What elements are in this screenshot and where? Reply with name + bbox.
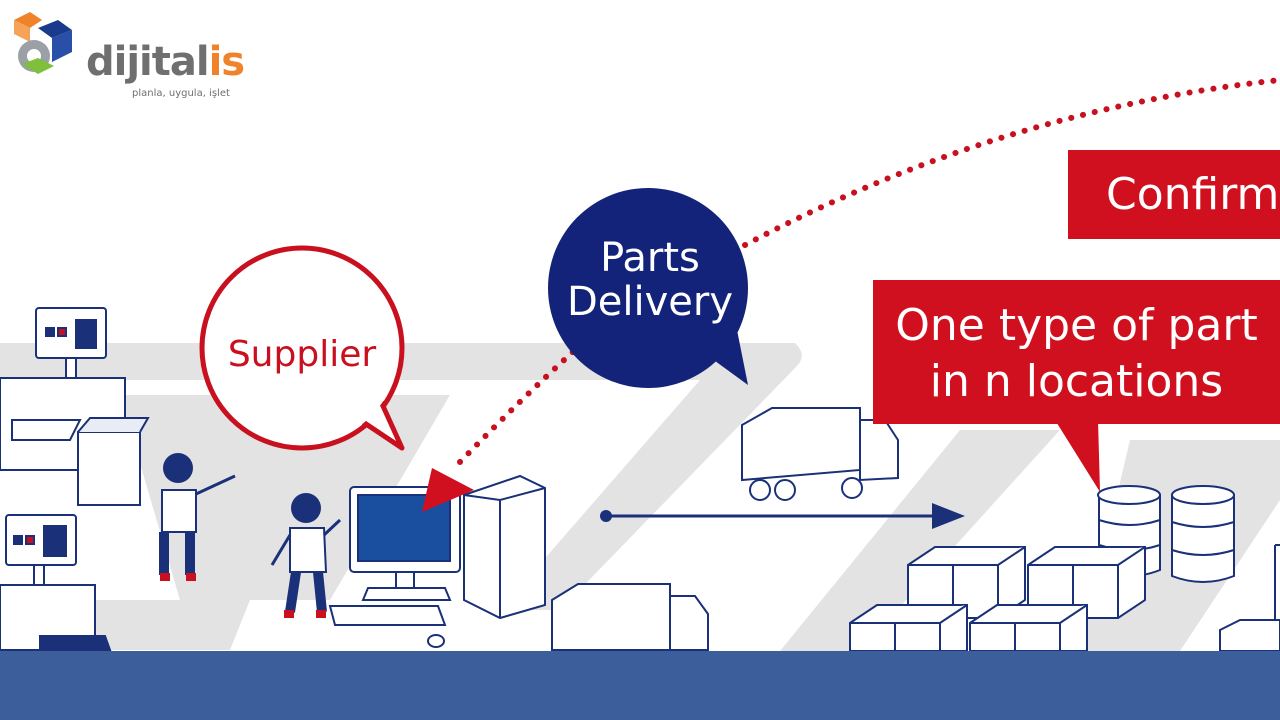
company-logo: dijitalis planla, uygula, işlet bbox=[8, 8, 248, 99]
banner-pointer bbox=[1055, 420, 1100, 492]
delivery-truck-upper bbox=[741, 407, 899, 501]
logo-name-part1: dijital bbox=[86, 39, 210, 85]
logo-tagline: planla, uygula, işlet bbox=[132, 88, 230, 99]
parts-delivery-line1: Parts bbox=[600, 235, 700, 281]
route-arrow bbox=[600, 503, 965, 529]
footer-bar bbox=[0, 651, 1280, 720]
machine-lower bbox=[0, 514, 112, 651]
supplier-label: Supplier bbox=[227, 334, 377, 375]
locations-banner: One type of part in n locations bbox=[873, 280, 1280, 424]
computer-workstation bbox=[328, 474, 546, 648]
logo-wordmark: dijitalis bbox=[86, 39, 246, 85]
red-pointer-arrow bbox=[422, 468, 474, 512]
parts-delivery-label: Parts Delivery bbox=[548, 236, 752, 324]
worker-at-computer bbox=[270, 493, 342, 618]
parts-delivery-bubble bbox=[548, 188, 748, 388]
parts-delivery-line2: Delivery bbox=[566, 279, 734, 325]
confirm-banner: Confirm bbox=[1068, 150, 1280, 239]
gear-cube-logo-icon bbox=[14, 12, 72, 74]
locations-banner-line2: in n locations bbox=[929, 356, 1224, 407]
logo-name-part2: is bbox=[208, 39, 246, 85]
worker-pointing bbox=[159, 453, 236, 581]
locations-banner-line1: One type of part bbox=[895, 300, 1258, 351]
box-stacks bbox=[849, 546, 1280, 652]
machine-upper bbox=[0, 307, 150, 506]
barrels bbox=[1097, 485, 1280, 640]
delivery-truck-lower bbox=[551, 583, 709, 651]
dotted-route bbox=[457, 77, 1280, 465]
supplier-bubble bbox=[199, 245, 405, 451]
